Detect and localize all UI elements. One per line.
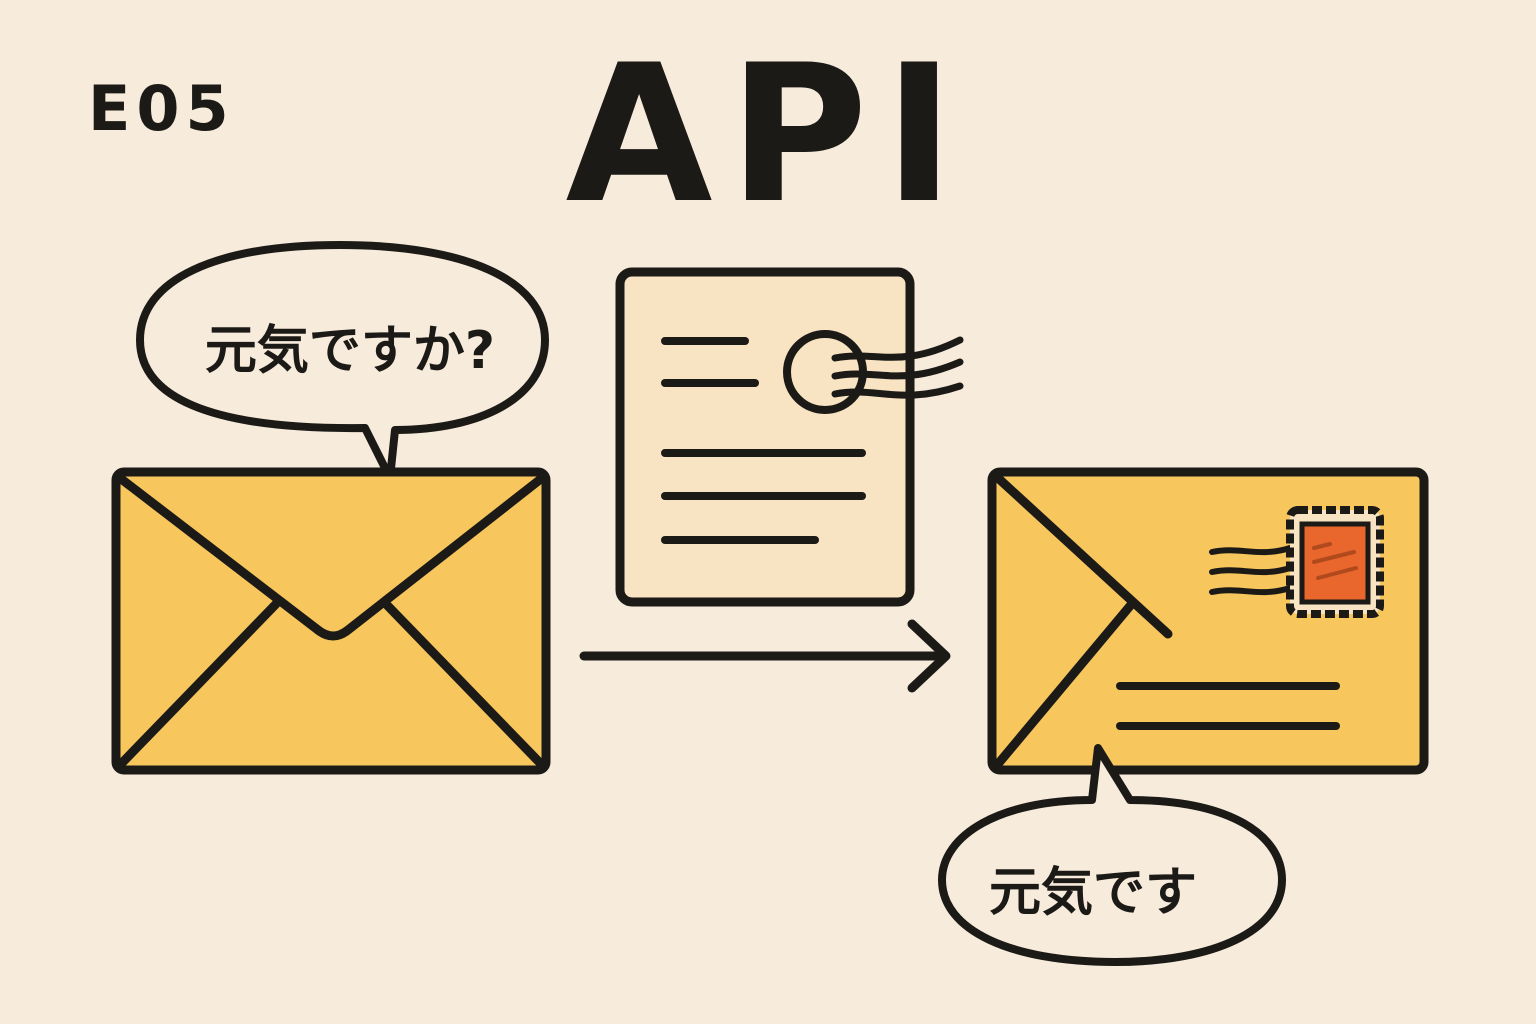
stamp-icon xyxy=(1209,506,1384,618)
document-icon xyxy=(615,267,915,607)
envelope-icon xyxy=(111,467,551,775)
arrow-right-icon xyxy=(579,619,951,693)
request-bubble-text: 元気ですか? xyxy=(204,321,496,381)
request-speech-bubble xyxy=(136,241,549,482)
episode-label: E05 xyxy=(88,72,235,145)
page-title: API xyxy=(565,24,971,245)
postmark-icon xyxy=(783,330,964,414)
response-speech-bubble xyxy=(938,744,1286,966)
response-bubble-text: 元気です xyxy=(988,863,1197,923)
